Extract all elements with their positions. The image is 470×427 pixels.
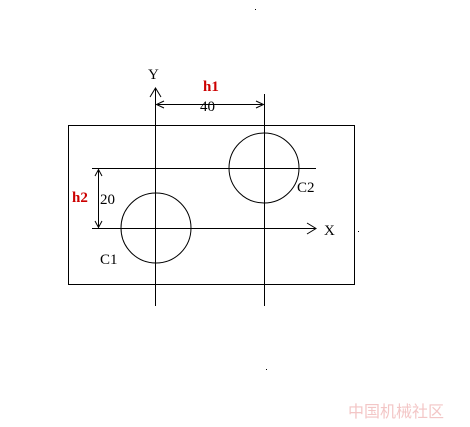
stray-dots <box>255 9 359 370</box>
circle-c2-label: C2 <box>297 180 315 196</box>
watermark: 中国机械社区 <box>348 402 444 421</box>
stray-dot <box>255 9 256 10</box>
dimension-h1-right-arrow-icon <box>255 100 265 109</box>
circle-c2 <box>228 132 300 204</box>
dimension-h1-left-arrow-icon <box>155 100 165 109</box>
dimension-h2-top-arrow-icon <box>94 168 103 177</box>
x-axis-arrow-icon <box>306 222 317 235</box>
dimension-h2-value: 20 <box>100 192 115 208</box>
dimension-h1 <box>155 100 265 109</box>
x-axis <box>92 222 317 235</box>
dimension-h1-name: h1 <box>203 79 219 95</box>
y-axis-label: Y <box>148 67 159 83</box>
dimension-h2-bottom-arrow-icon <box>94 220 103 229</box>
y-axis-arrow-icon <box>149 87 162 98</box>
circle-c1-label: C1 <box>100 252 118 268</box>
circle-c1 <box>120 192 192 264</box>
stray-dot <box>266 369 267 370</box>
x-axis-label: X <box>324 223 335 239</box>
dimension-h2 <box>94 168 103 229</box>
stray-dot <box>358 231 359 232</box>
part-outline <box>68 125 355 285</box>
dimension-h1-value: 40 <box>200 99 215 115</box>
dimension-h2-name: h2 <box>72 190 88 206</box>
y-axis <box>149 87 162 306</box>
